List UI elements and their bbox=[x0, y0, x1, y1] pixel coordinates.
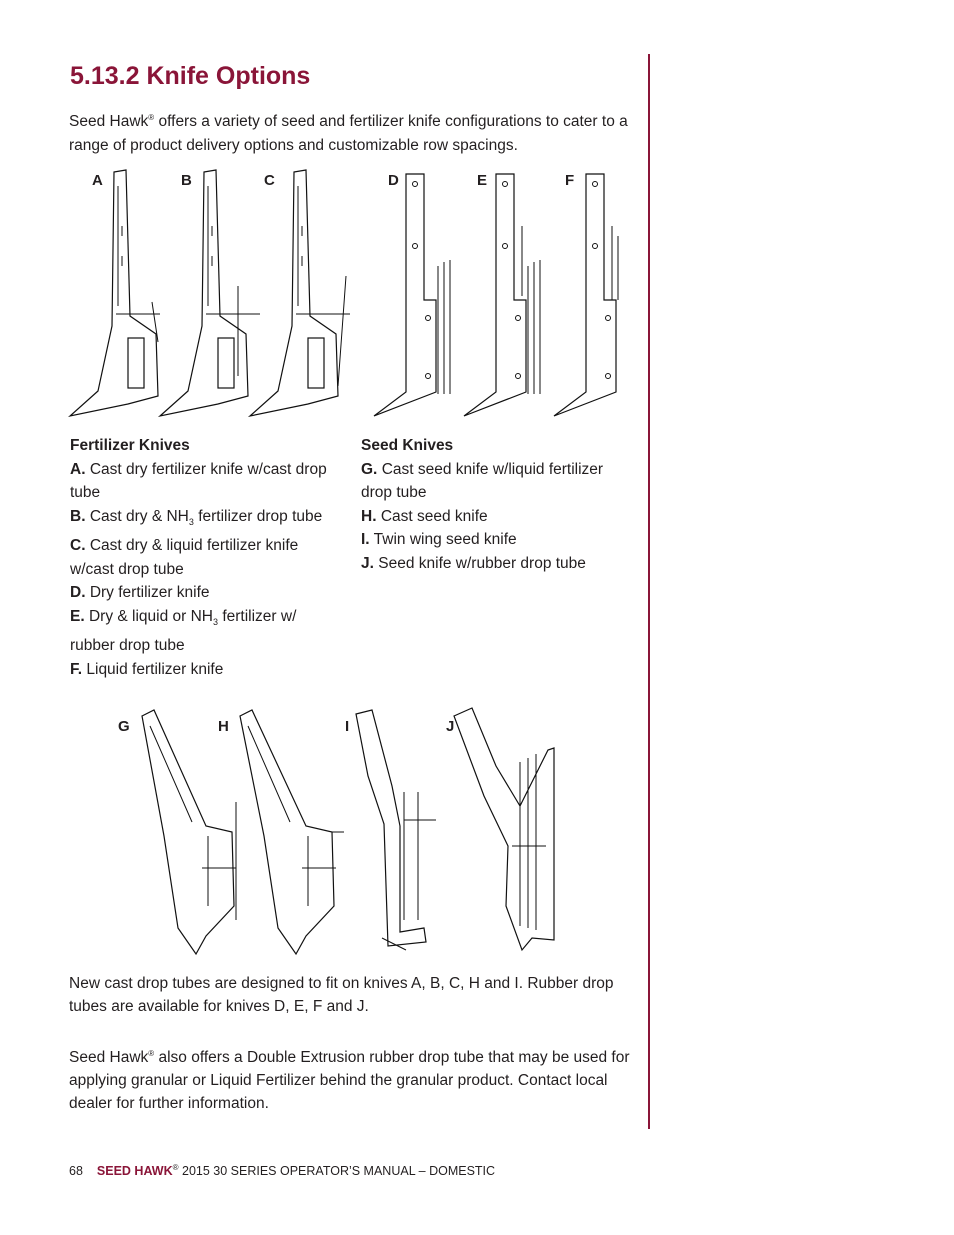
figure-label-h: H bbox=[218, 718, 229, 735]
list-item-f: F. Liquid fertilizer knife bbox=[70, 660, 224, 678]
knife-b-drawing bbox=[157, 169, 260, 418]
list-item-j: J. Seed knife w/rubber drop tube bbox=[361, 554, 586, 572]
list-item-a: A. Cast dry fertilizer knife w/cast drop… bbox=[70, 460, 327, 502]
figure-label-i: I bbox=[345, 718, 350, 735]
registered-mark: ® bbox=[172, 1163, 179, 1172]
intro-text: offers a variety of seed and fertilizer … bbox=[69, 113, 628, 155]
section-title: 5.13.2 Knife Options bbox=[70, 62, 311, 90]
list-item-d: D. Dry fertilizer knife bbox=[70, 584, 210, 602]
list-item-g: G. Cast seed knife w/liquid fertilizer d… bbox=[361, 460, 604, 502]
knife-f-drawing bbox=[553, 173, 619, 417]
brand-name: Seed Hawk bbox=[69, 113, 149, 131]
figure-label-b: B bbox=[181, 172, 192, 189]
fertilizer-knives-heading: Fertilizer Knives bbox=[70, 437, 190, 454]
margin-rule bbox=[648, 54, 650, 1129]
knife-i-drawing bbox=[355, 709, 436, 951]
registered-mark: ® bbox=[148, 113, 155, 122]
list-item-i: I. Twin wing seed knife bbox=[361, 531, 517, 548]
fertilizer-knives-figure bbox=[68, 169, 619, 418]
figure-label-c: C bbox=[264, 172, 275, 189]
seed-knives-figure bbox=[141, 707, 555, 956]
figure-label-d: D bbox=[388, 172, 399, 189]
double-extrusion-paragraph: Seed Hawk® also offers a Double Extrusio… bbox=[69, 1042, 634, 1115]
knife-e-drawing bbox=[463, 173, 541, 417]
list-item-b: B. Cast dry & NH3 fertilizer drop tube bbox=[70, 507, 323, 527]
paragraph-text: also offers a Double Extrusion rubber dr… bbox=[69, 1049, 630, 1113]
figure-label-g: G bbox=[118, 718, 130, 735]
knife-d-drawing bbox=[373, 173, 451, 417]
knife-g-drawing bbox=[141, 709, 237, 956]
list-item-h: H. Cast seed knife bbox=[361, 507, 488, 525]
drop-tube-paragraph: New cast drop tubes are designed to fit … bbox=[69, 975, 614, 1015]
page-footer: 68 SEED HAWK® 2015 30 SERIES OPERATOR’S M… bbox=[69, 1163, 495, 1178]
intro-paragraph: Seed Hawk® offers a variety of seed and … bbox=[69, 106, 634, 158]
page-number: 68 bbox=[69, 1164, 83, 1179]
figure-label-j: J bbox=[446, 718, 455, 735]
knife-a-drawing bbox=[68, 169, 160, 418]
brand-name: Seed Hawk bbox=[69, 1049, 149, 1067]
figure-label-a: A bbox=[92, 172, 103, 189]
knife-j-drawing bbox=[453, 707, 555, 952]
knife-h-drawing bbox=[239, 709, 344, 956]
seed-knives-list: Seed Knives G. Cast seed knife w/liquid … bbox=[361, 434, 626, 575]
figure-label-f: F bbox=[565, 172, 575, 189]
knife-c-drawing bbox=[247, 169, 350, 418]
manual-title: 2015 30 SERIES OPERATOR’S MANUAL – DOMES… bbox=[182, 1164, 496, 1179]
seed-knives-heading: Seed Knives bbox=[361, 437, 454, 454]
list-item-e: E. Dry & liquid or NH3 fertilizer w/ rub… bbox=[70, 607, 297, 655]
footer-brand: SEED HAWK bbox=[96, 1164, 173, 1179]
list-item-c: C. Cast dry & liquid fertilizer knife w/… bbox=[70, 537, 299, 578]
registered-mark: ® bbox=[148, 1049, 155, 1058]
fertilizer-knives-list: Fertilizer Knives A. Cast dry fertilizer… bbox=[70, 434, 332, 681]
figure-label-e: E bbox=[477, 172, 488, 189]
